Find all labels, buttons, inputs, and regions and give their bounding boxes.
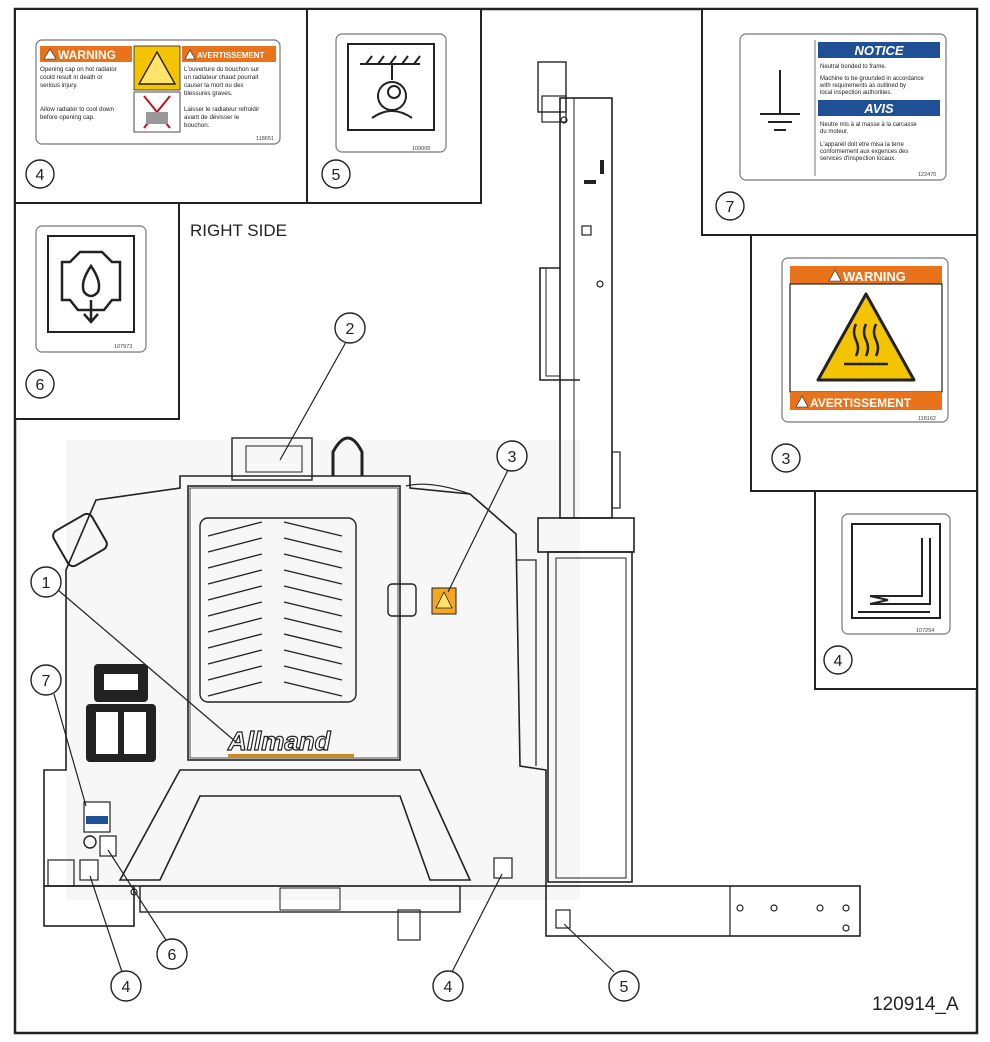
tie-down-callout: 4 bbox=[834, 653, 843, 670]
oil-drain-icon bbox=[60, 250, 122, 324]
lift-part-no: 109005 bbox=[412, 146, 430, 152]
ground-notice-text-3: with requirements as outlined by bbox=[819, 83, 906, 89]
radiator-callout: 4 bbox=[36, 167, 45, 184]
ground-part-no: 122470 bbox=[918, 172, 936, 178]
panel-hot-surface: WARNING AVERTISSEMENT 118162 3 bbox=[750, 234, 978, 492]
radiator-en-text-5: before opening cap. bbox=[40, 114, 95, 121]
radiator-part-no: 118651 bbox=[256, 136, 274, 142]
tow-bumper bbox=[118, 769, 472, 881]
ground-avis-text-3: L'appareil doit etre misa la terre bbox=[820, 142, 905, 148]
panel-lift-point: 109005 5 bbox=[306, 8, 482, 204]
radiator-en-text-4: Allow radiator to cool down bbox=[40, 106, 115, 113]
callout-label-6: 6 bbox=[168, 947, 177, 964]
oil-drain-decal-mark bbox=[99, 835, 117, 857]
ground-notice-text-2: Machine to be grounded in accordance bbox=[820, 76, 924, 82]
view-label: RIGHT SIDE bbox=[190, 221, 287, 240]
door-louvers bbox=[199, 517, 357, 703]
hot-surface-part-no: 118162 bbox=[918, 416, 936, 422]
tie-down-decal-mark-right bbox=[493, 857, 513, 879]
hot-surface-top-header: WARNING bbox=[843, 269, 906, 284]
radiator-en-text-2: could result in death or bbox=[40, 74, 103, 81]
engine-decal-mark bbox=[245, 445, 303, 473]
radiator-fr-text-6: avant de dévisser le bbox=[184, 114, 240, 121]
ground-avis-header: AVIS bbox=[863, 101, 894, 116]
ground-avis-text-5: services d'inspection locaux. bbox=[820, 156, 896, 162]
radiator-en-text-1: Opening cap on hot radiator bbox=[40, 66, 117, 73]
callout-circle-2 bbox=[334, 312, 366, 344]
callout-label-1: 1 bbox=[42, 575, 51, 592]
lift-hook-icon bbox=[360, 55, 421, 119]
callout-circle-1 bbox=[30, 566, 62, 598]
callout-label-2: 2 bbox=[346, 321, 355, 338]
callout-circle-4-left bbox=[110, 970, 142, 1002]
ground-avis-text-1: Neutre mis à al masse à la carcasse bbox=[820, 122, 917, 128]
radiator-right-header: AVERTISSEMENT bbox=[197, 51, 265, 60]
panel-radiator-warning: WARNING AVERTISSEMENT Opening cap on hot… bbox=[14, 8, 308, 204]
callout-label-4-left: 4 bbox=[122, 979, 131, 996]
panel-ground-notice: NOTICE Neutral bonded to frame. Machine … bbox=[701, 8, 978, 236]
lift-callout: 5 bbox=[332, 167, 341, 184]
callout-circle-4-middle bbox=[432, 970, 464, 1002]
ground-callout: 7 bbox=[726, 199, 735, 216]
machine-callouts: 2 3 1 7 6 4 4 5 bbox=[30, 312, 640, 1002]
heat-waves-icon bbox=[844, 323, 888, 366]
hot-surface-bottom-header: AVERTISSEMENT bbox=[810, 396, 912, 410]
drawing-id: 120914_A bbox=[872, 994, 959, 1015]
tie-down-icon bbox=[858, 538, 931, 613]
side-door bbox=[187, 485, 401, 761]
panel-tie-down: 107254 4 bbox=[814, 490, 978, 690]
hot-radiator-icon bbox=[137, 50, 177, 85]
enclosure-body bbox=[43, 475, 547, 887]
outrigger-beam bbox=[545, 885, 861, 937]
callout-label-3: 3 bbox=[508, 449, 517, 466]
oil-drain-part-no: 107973 bbox=[114, 344, 132, 350]
callout-label-4-middle: 4 bbox=[444, 979, 453, 996]
allmand-logo: Allmand bbox=[227, 726, 332, 756]
callout-circle-5 bbox=[608, 970, 640, 1002]
control-panel bbox=[52, 512, 156, 762]
radiator-fr-text-3: causer la mort ou des bbox=[184, 82, 244, 89]
radiator-fr-text-2: un radiateur chaud pourrait bbox=[184, 74, 259, 81]
radiator-fr-text-7: bouchon. bbox=[184, 122, 210, 129]
panel-oil-drain: 107973 6 bbox=[14, 202, 180, 420]
radiator-en-text-3: serious injury. bbox=[40, 82, 78, 89]
callout-label-5: 5 bbox=[620, 979, 629, 996]
callout-label-7: 7 bbox=[42, 673, 51, 690]
tie-down-part-no: 107254 bbox=[916, 628, 934, 634]
radiator-fr-text-5: Laisser le radiateur refroidir bbox=[184, 106, 259, 113]
radiator-fr-text-1: L'ouverture du bouchon sur bbox=[184, 66, 259, 73]
oil-drain-callout: 6 bbox=[36, 377, 45, 394]
ground-avis-text-2: du moteur. bbox=[820, 129, 849, 135]
ground-icon bbox=[760, 70, 800, 131]
ground-avis-text-4: conformement aux exgences des bbox=[820, 149, 908, 155]
ground-notice-text-1: Neutral bonded to frame. bbox=[820, 64, 887, 70]
ground-notice-header: NOTICE bbox=[854, 43, 903, 58]
hot-surface-callout: 3 bbox=[782, 451, 791, 468]
radiator-left-header: WARNING bbox=[58, 48, 116, 62]
radiator-fr-text-4: blessures graves. bbox=[184, 90, 233, 97]
ground-notice-text-4: local inspection authorities. bbox=[820, 90, 892, 96]
callout-circle-7 bbox=[30, 664, 62, 696]
mast-top-bracket bbox=[537, 61, 567, 113]
tie-down-decal-mark-left bbox=[79, 859, 99, 881]
callout-circle-3 bbox=[496, 440, 528, 472]
callout-circle-6 bbox=[156, 938, 188, 970]
lift-decal-mark bbox=[555, 909, 571, 929]
